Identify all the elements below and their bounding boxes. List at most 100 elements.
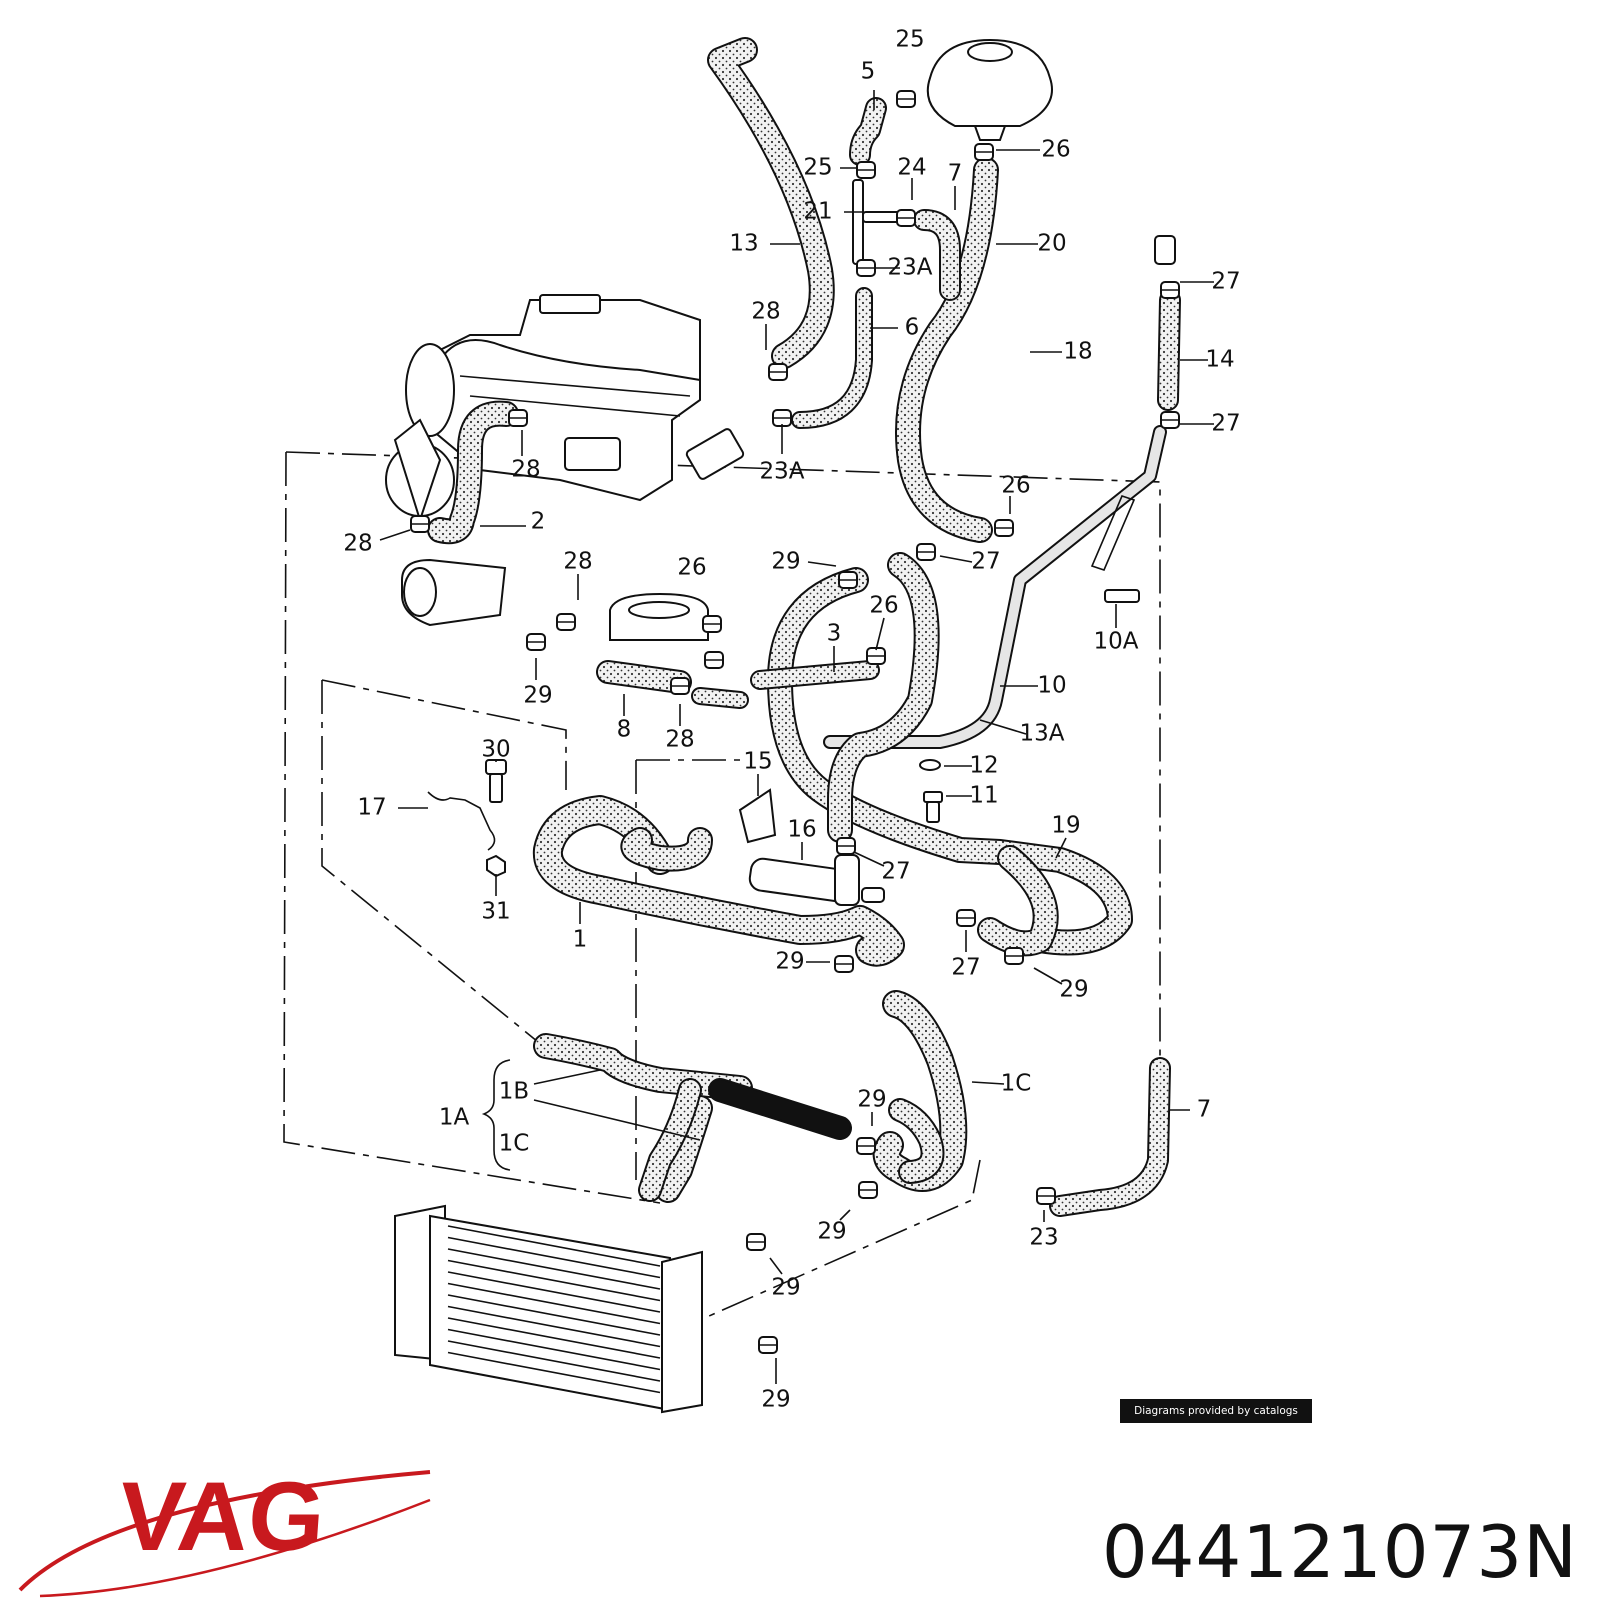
- callout-10A: 10A: [1093, 629, 1138, 655]
- radiator-fin: [447, 1305, 661, 1348]
- hose-7-top: [913, 209, 961, 301]
- callout-1C: 1C: [499, 1131, 530, 1157]
- hose-6: [791, 287, 873, 429]
- leader-line: [533, 1099, 701, 1141]
- callout-30: 30: [481, 737, 510, 763]
- leader-line: [533, 1069, 601, 1085]
- hose-clamp: [410, 515, 430, 533]
- radiator-fin: [447, 1271, 661, 1313]
- hose-clamp: [1160, 281, 1180, 299]
- coolant-pipe: [823, 425, 1167, 749]
- radiator: [394, 1204, 703, 1414]
- radiator-fin: [447, 1340, 661, 1382]
- callout-13A: 13A: [1019, 721, 1064, 747]
- callout-3: 3: [827, 621, 842, 647]
- callout-28: 28: [665, 727, 694, 753]
- radiator-fin: [447, 1317, 661, 1359]
- callout-7: 7: [1197, 1097, 1212, 1123]
- hose-clamp: [896, 209, 916, 227]
- callout-31: 31: [481, 899, 510, 925]
- hose-1A: [655, 1095, 713, 1203]
- callout-6: 6: [905, 315, 920, 341]
- hose-clamp: [758, 1336, 778, 1354]
- hose-clamp: [896, 90, 916, 108]
- callout-10: 10: [1037, 673, 1066, 699]
- hose-clamp: [772, 409, 792, 427]
- leader-line: [1033, 967, 1063, 985]
- part-number: 044121073N: [1101, 1510, 1578, 1594]
- leader-line: [875, 617, 885, 651]
- hose-1Ab: [638, 1078, 702, 1202]
- hose-8b: [691, 687, 749, 709]
- hose-5: [849, 97, 887, 166]
- callout-23: 23: [1029, 1225, 1058, 1251]
- callout-1A: 1A: [439, 1105, 470, 1131]
- hose-clamp: [956, 909, 976, 927]
- leader-line: [1055, 837, 1067, 859]
- expansion-tank: [926, 38, 1053, 141]
- radiator-fin: [447, 1225, 661, 1267]
- leader-line: [939, 555, 973, 563]
- diagram-credit: Diagrams provided by catalogs parts: [1120, 1399, 1312, 1441]
- hose-clamp: [556, 613, 576, 631]
- hose-7: [1049, 1057, 1171, 1217]
- hose-1b: [620, 827, 713, 872]
- hose-clamp: [670, 677, 690, 695]
- callout-2: 2: [531, 509, 546, 535]
- callout-5: 5: [861, 59, 876, 85]
- callout-24: 24: [897, 155, 926, 181]
- callout-26: 26: [869, 593, 898, 619]
- hose-1Cb: [888, 1098, 945, 1184]
- callout-29: 29: [775, 949, 804, 975]
- hose-19: [977, 845, 1059, 957]
- hose-clamp: [856, 259, 876, 277]
- hose-clamp: [1036, 1187, 1056, 1205]
- logo-text: VAG: [116, 1461, 329, 1571]
- callout-12: 12: [969, 753, 998, 779]
- hose-3: [767, 567, 1133, 956]
- callout-28: 28: [511, 457, 540, 483]
- hose-clamp: [1004, 947, 1024, 965]
- callout-13: 13: [729, 231, 758, 257]
- callout-28: 28: [751, 299, 780, 325]
- callout-29: 29: [1059, 977, 1088, 1003]
- radiator-fin: [447, 1328, 661, 1371]
- callout-8: 8: [617, 717, 632, 743]
- callout-18: 18: [1063, 339, 1092, 365]
- leader-line: [807, 561, 837, 567]
- callout-16: 16: [787, 817, 816, 843]
- callout-27: 27: [881, 859, 910, 885]
- hose-clamp: [866, 647, 886, 665]
- callout-7: 7: [948, 161, 963, 187]
- hose-clamp: [836, 837, 856, 855]
- radiator-fin: [447, 1248, 661, 1290]
- callout-23A: 23A: [759, 459, 804, 485]
- callout-25: 25: [803, 155, 832, 181]
- callout-1: 1: [573, 927, 588, 953]
- callout-27: 27: [1211, 269, 1240, 295]
- brace-1A: [481, 1059, 511, 1171]
- hose-clamp: [526, 633, 546, 651]
- callout-27: 27: [971, 549, 1000, 575]
- callout-14: 14: [1205, 347, 1234, 373]
- hose-clamp: [746, 1233, 766, 1251]
- radiator-fin: [447, 1259, 661, 1302]
- hose-1: [532, 795, 905, 967]
- callout-27: 27: [1211, 411, 1240, 437]
- callout-19: 19: [1051, 813, 1080, 839]
- callout-11: 11: [969, 783, 998, 809]
- callout-29: 29: [761, 1387, 790, 1413]
- callout-26: 26: [677, 555, 706, 581]
- callout-29: 29: [817, 1219, 846, 1245]
- hose-clamp: [702, 615, 722, 633]
- hose-clamp: [856, 161, 876, 179]
- hose-clamp: [838, 571, 858, 589]
- callout-29: 29: [771, 549, 800, 575]
- leader-line: [839, 1209, 851, 1221]
- hose-clamp: [834, 955, 854, 973]
- callout-29: 29: [857, 1087, 886, 1113]
- callout-21: 21: [803, 199, 832, 225]
- hose-clamp: [916, 543, 936, 561]
